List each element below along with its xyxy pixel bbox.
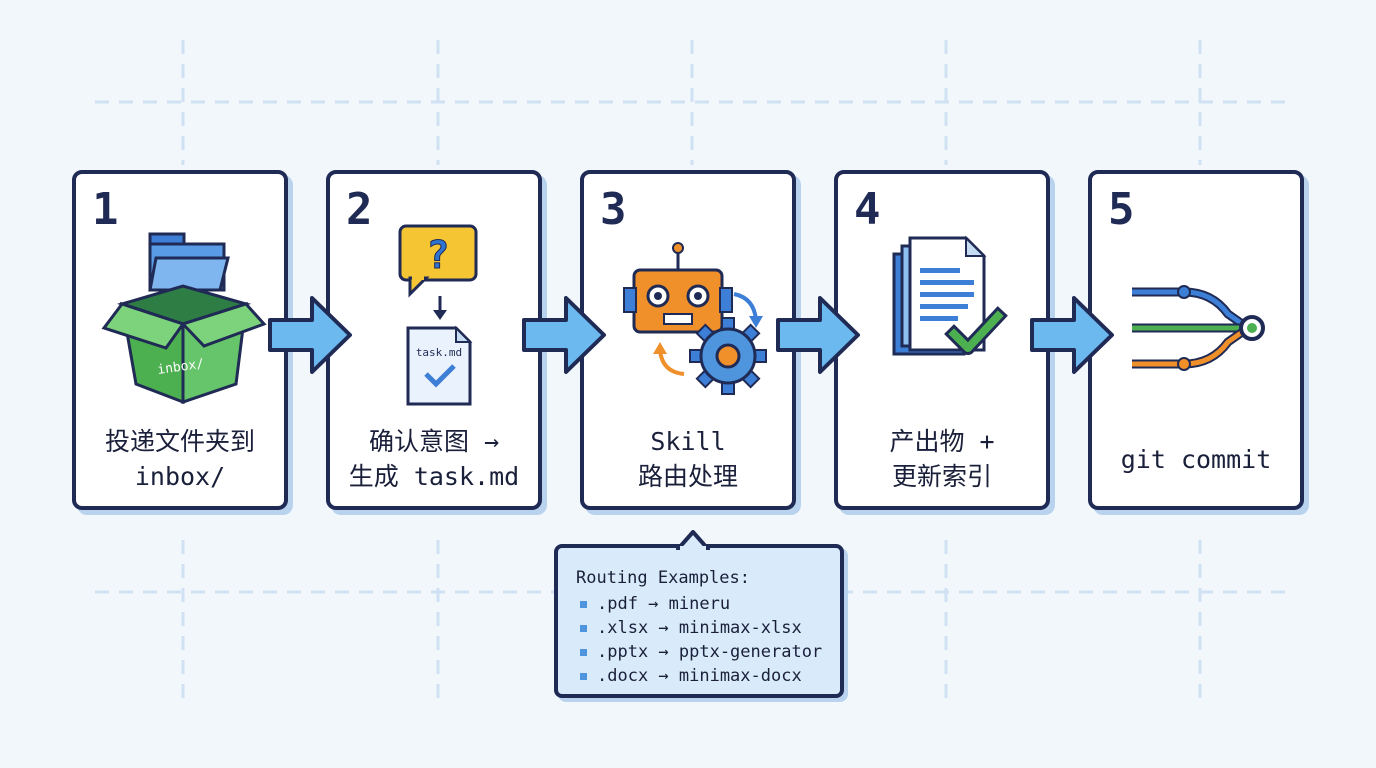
step-number: 1 [92,184,119,235]
routing-examples-title: Routing Examples: [576,568,750,588]
step-number: 5 [1108,184,1135,235]
step-label: git commit [1120,445,1272,474]
step-number: 2 [346,184,373,235]
step-card-3: 3 [580,170,796,510]
step-label: 确认意图 → 生成 task.md [348,427,520,491]
routing-examples-box: Routing Examples: .pdf → mineru .xlsx → … [554,544,844,698]
step-card-4: 4 产出物 + 更新索引 [834,170,1050,510]
documents-check-icon [892,235,1008,356]
step-label: 投递文件夹到 inbox/ [104,427,255,491]
callout-pointer-icon [676,530,710,550]
routing-examples-callout: Routing Examples: .pdf → mineru .xlsx → … [554,530,846,700]
svg-text:inbox/: inbox/ [156,357,205,378]
svg-text:task.md: task.md [416,346,462,359]
flow-arrow-icon [268,296,352,374]
routing-example-item: .docx → minimax-docx [576,664,840,688]
routing-example-item: .pptx → pptx-generator [576,640,840,664]
bullet-icon [580,600,587,608]
step-number: 4 [854,184,881,235]
flow-arrow-icon [522,296,606,374]
step-card-5: 5 git commit [1088,170,1304,510]
flow-arrow-icon [1030,296,1114,374]
robot-gear-icon [623,242,767,395]
svg-text:?: ? [427,233,450,277]
question-to-task-icon: ? task.md [398,224,478,406]
bullet-icon [580,648,587,656]
step-number: 3 [600,184,627,235]
bullet-icon [580,672,587,680]
step-card-1: 1 inbox/ 投递文件夹到 inbox/ [72,170,288,510]
git-branch-merge-icon [1132,285,1265,371]
bullet-icon [580,624,587,632]
routing-example-item: .pdf → mineru [576,592,840,616]
step-label: 产出物 + 更新索引 [889,427,995,491]
inbox-box-icon: inbox/ [101,232,267,405]
flow-arrow-icon [776,296,860,374]
routing-example-item: .xlsx → minimax-xlsx [576,616,840,640]
step-label: Skill 路由处理 [637,427,738,491]
step-card-2: 2 ? task.md 确认意图 → 生成 task.md [326,170,542,510]
